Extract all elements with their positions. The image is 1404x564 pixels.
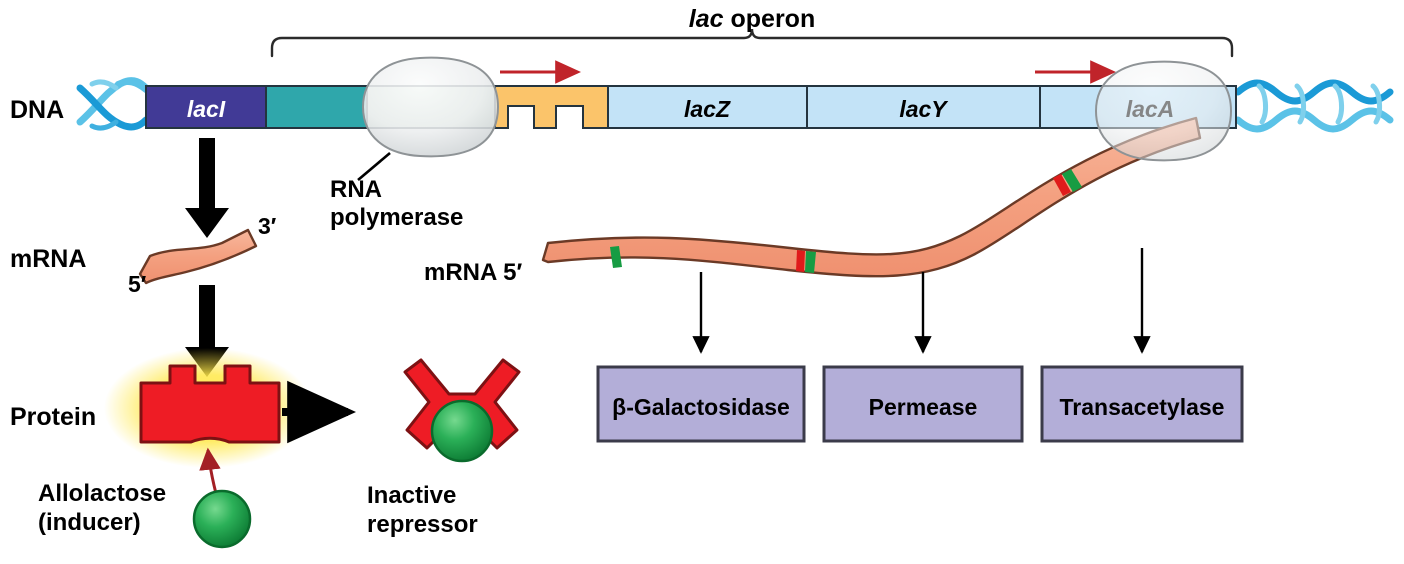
active-repressor-shape[interactable]	[139, 364, 281, 444]
lacI-mrna-strand	[138, 228, 258, 285]
mrna-marker-green-2	[805, 251, 816, 273]
product-box-permease[interactable]	[822, 365, 1024, 443]
product-label-permease: Permease	[869, 394, 978, 420]
segment-lacZ[interactable]	[607, 85, 808, 129]
inactive-repressor[interactable]: Inactive repressor	[367, 358, 521, 538]
segment-label-lacI: lacI	[187, 96, 226, 122]
mrna-marker-red-2	[1053, 174, 1071, 196]
mrna-marker-red-1	[796, 250, 805, 272]
segment-spacer[interactable]	[265, 85, 368, 129]
row-label-protein: Protein	[10, 403, 96, 431]
operon-title: lac operon	[689, 5, 815, 33]
inactive-repressor-label-line1: Inactive	[367, 482, 456, 509]
mrna-transcript-ribbon	[541, 116, 1202, 278]
operon-title-italic: lac	[689, 5, 724, 33]
allolactose-group: Allolactose (inducer)	[38, 480, 252, 549]
thick-arrow-dna-to-mrna	[185, 138, 229, 238]
rna-polymerase-lacA-shape[interactable]	[1094, 60, 1233, 162]
allolactose-label-line2: (inducer)	[38, 509, 141, 536]
inactive-repressor-label-line2: repressor	[367, 511, 478, 538]
rna-polymerase-lacA[interactable]	[1094, 60, 1233, 162]
translation-arrows	[692, 248, 1151, 354]
mrna-marker-green-1	[610, 246, 622, 268]
rna-polymerase-label-line2: polymerase	[330, 204, 463, 231]
product-label-beta-galactosidase: β-Galactosidase	[612, 394, 790, 420]
rna-polymerase-label-line1: RNA	[330, 176, 382, 203]
allolactose-label-line1: Allolactose	[38, 480, 166, 507]
lacI-mrna-5prime-label: 5′	[128, 271, 147, 297]
product-label-transacetylase: Transacetylase	[1060, 394, 1225, 420]
rna-polymerase-leader-line	[357, 152, 391, 181]
lacI-mrna-3prime-label: 3′	[258, 213, 277, 239]
dna-helix-left	[76, 77, 150, 131]
dna-helix-right	[1234, 79, 1394, 133]
operon-bracket-group: lac operon	[270, 5, 1234, 58]
segment-operator[interactable]	[494, 85, 609, 129]
row-label-mrna: mRNA	[10, 245, 86, 273]
lacI-mrna: 5′ 3′	[128, 213, 277, 297]
operon-title-rest: operon	[724, 5, 816, 33]
dna-track: lacI lacZ lacY lacA	[145, 85, 1237, 129]
product-box-beta-galactosidase[interactable]	[596, 365, 806, 443]
segment-label-lacZ: lacZ	[684, 96, 731, 122]
active-repressor[interactable]	[139, 364, 281, 444]
mrna-marker-green-3	[1062, 169, 1082, 192]
lacI-transcription-arrow	[185, 138, 229, 238]
operon-bracket	[270, 28, 1234, 58]
segment-lacI[interactable]	[145, 85, 267, 129]
rna-polymerase-promoter[interactable]	[361, 56, 500, 158]
rna-polymerase-callout: RNA polymerase	[330, 152, 463, 231]
mrna-transcript-right: mRNA 5′	[424, 116, 1202, 286]
row-label-dna: DNA	[10, 96, 64, 124]
product-box-transacetylase[interactable]	[1040, 365, 1244, 443]
protein-product-boxes: β-Galactosidase Permease Transacetylase	[596, 365, 1244, 443]
mrna-transcript-label: mRNA 5′	[424, 259, 522, 286]
allolactose-molecule-icon[interactable]	[192, 489, 252, 549]
rna-polymerase-shape[interactable]	[361, 56, 500, 158]
bound-allolactose-icon[interactable]	[430, 399, 494, 463]
segment-label-lacY: lacY	[899, 96, 949, 122]
